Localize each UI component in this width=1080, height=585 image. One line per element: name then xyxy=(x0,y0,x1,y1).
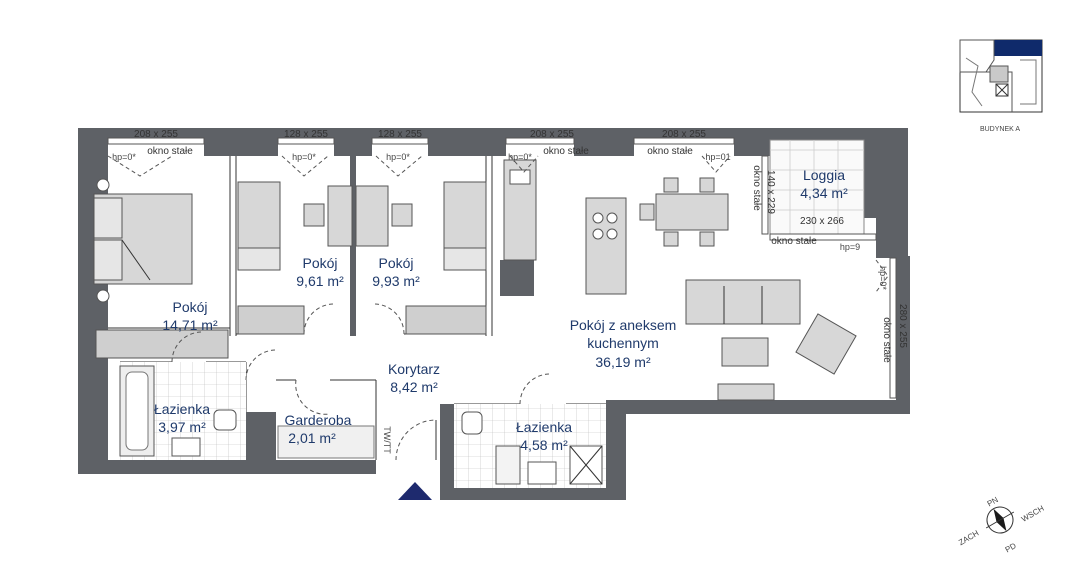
room-name-bedroom-3: Pokój xyxy=(378,255,413,271)
door-swings xyxy=(171,303,551,461)
desk-3 xyxy=(355,185,389,247)
chair-2 xyxy=(303,203,325,227)
key-plan-highlight xyxy=(994,40,1042,56)
compass xyxy=(985,506,1015,534)
chair-3 xyxy=(391,203,413,227)
hp-label: hp=0* xyxy=(878,266,888,290)
dining-chair xyxy=(699,231,715,247)
toilet-2 xyxy=(461,411,483,435)
room-name-wardrobe: Garderoba xyxy=(285,412,352,428)
hp-label: hp=0* xyxy=(112,152,136,162)
dining-chair xyxy=(699,177,715,193)
loggia-floor xyxy=(769,139,865,235)
room-name-bedroom-main: Pokój xyxy=(172,299,207,315)
pillow-bed-3 xyxy=(443,247,487,271)
fixed-window-label: okno stałe xyxy=(647,146,693,157)
room-area-bath-2: 4,58 m² xyxy=(520,437,568,453)
coffee-table xyxy=(721,337,769,367)
compass-e: WSCH xyxy=(1020,504,1046,524)
window-size-4: 208 x 255 xyxy=(530,129,574,140)
entrance-marker xyxy=(398,482,432,500)
compass-n: PN xyxy=(986,495,1000,508)
toilet-1 xyxy=(213,409,237,431)
closet-main xyxy=(95,329,229,359)
dining-chair xyxy=(639,203,655,221)
pillow-1 xyxy=(93,197,123,239)
bathtub-inner xyxy=(125,371,149,451)
compass-s: PD xyxy=(1004,541,1018,554)
nightstand-lamp-1 xyxy=(96,178,110,192)
hp-label: hp=01 xyxy=(705,152,730,162)
window-size-1: 208 x 255 xyxy=(134,129,178,140)
washer xyxy=(495,445,521,485)
armchair xyxy=(795,313,857,375)
dining-chair xyxy=(663,177,679,193)
hp-label: hp=0* xyxy=(386,152,410,162)
wardrobe-shelves xyxy=(277,425,375,459)
room-area-bedroom-main: 14,71 m² xyxy=(162,317,218,333)
room-name-living-2: kuchennym xyxy=(587,335,659,351)
kitchen-sink xyxy=(509,169,531,185)
pillow-bed-2 xyxy=(237,247,281,271)
room-area-loggia: 4,34 m² xyxy=(800,185,848,201)
building-label: BUDYNEK A xyxy=(980,126,1020,133)
hp-label: hp=0* xyxy=(292,152,316,162)
closet-3 xyxy=(405,305,487,335)
room-name-loggia: Loggia xyxy=(803,167,845,183)
room-area-wardrobe: 2,01 m² xyxy=(288,430,336,446)
right-window-size: 280 x 255 xyxy=(897,304,908,348)
window-size-5: 208 x 255 xyxy=(662,129,706,140)
room-area-bedroom-2: 9,61 m² xyxy=(296,273,344,289)
loggia-side-size: 140 x 229 xyxy=(765,170,776,214)
key-plan xyxy=(959,39,1043,113)
dining-table xyxy=(655,193,729,231)
room-area-bedroom-3: 9,93 m² xyxy=(372,273,420,289)
window-size-2: 128 x 255 xyxy=(284,129,328,140)
door-type-label: TW/TT xyxy=(382,426,392,454)
room-name-bath-2: Łazienka xyxy=(516,419,572,435)
fixed-window-label: okno stałe xyxy=(771,236,817,247)
window-frames xyxy=(107,137,897,399)
dining-chair xyxy=(663,231,679,247)
hp-label: hp=0* xyxy=(508,152,532,162)
closet-2 xyxy=(237,305,305,335)
room-area-corridor: 8,42 m² xyxy=(390,379,438,395)
fixed-window-label: okno stałe xyxy=(881,317,892,363)
window-swings xyxy=(107,155,889,293)
room-name-bedroom-2: Pokój xyxy=(302,255,337,271)
room-name-bath-1: Łazienka xyxy=(154,401,210,417)
sofa xyxy=(685,279,801,325)
kitchen-island xyxy=(585,197,627,295)
hp-label: hp=9 xyxy=(840,242,860,252)
nightstand-lamp-2 xyxy=(96,289,110,303)
sink-2 xyxy=(527,461,557,485)
room-name-living-1: Pokój z aneksem xyxy=(570,317,677,333)
window-size-3: 128 x 255 xyxy=(378,129,422,140)
desk-2 xyxy=(327,185,353,247)
walls xyxy=(78,128,910,500)
loggia-door-size: 230 x 266 xyxy=(800,216,844,227)
compass-w: ZACH xyxy=(957,528,981,547)
fixed-window-label: okno stałe xyxy=(751,165,762,211)
room-name-corridor: Korytarz xyxy=(388,361,440,377)
fixed-window-label: okno stałe xyxy=(543,146,589,157)
tv-cabinet xyxy=(717,383,775,401)
room-area-bath-1: 3,97 m² xyxy=(158,419,206,435)
room-area-living: 36,19 m² xyxy=(595,354,651,370)
pillow-2 xyxy=(93,239,123,281)
fixed-window-label: okno stałe xyxy=(147,146,193,157)
sink-1 xyxy=(171,437,201,457)
